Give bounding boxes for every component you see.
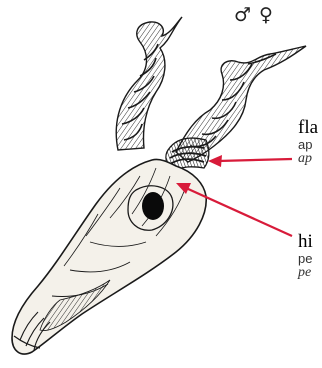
label-term: fla (298, 118, 318, 138)
skull (12, 159, 206, 354)
label-term: hi (298, 232, 313, 252)
eye-socket (142, 192, 164, 220)
annotation-label-lower: hi pe pe (298, 232, 313, 280)
female-symbol: ♀ (259, 4, 281, 26)
annotation-label-upper: fla ap ap (298, 118, 318, 166)
male-symbol: ♂ (234, 4, 259, 26)
left-horn (116, 17, 182, 150)
label-latin-name: ap (298, 152, 318, 167)
label-common-name: pe (298, 252, 313, 266)
label-latin-name: pe (298, 266, 313, 281)
sex-symbols: ♂♀ (234, 6, 281, 25)
label-common-name: ap (298, 138, 318, 152)
